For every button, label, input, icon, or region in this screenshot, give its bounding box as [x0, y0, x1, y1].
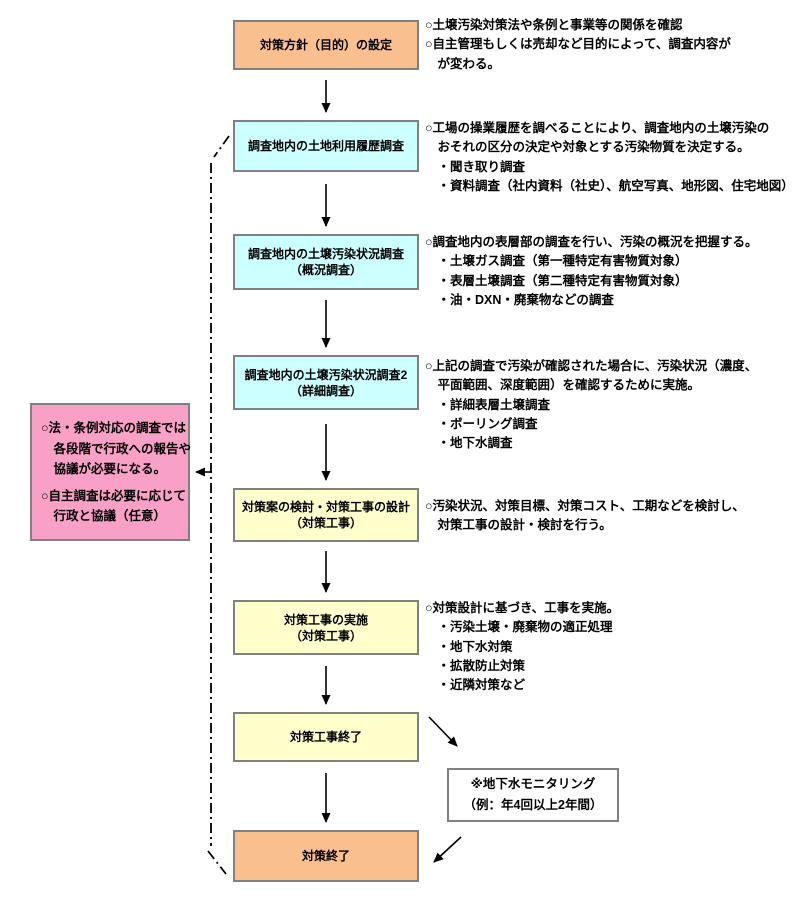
annotation-countermeasure-implementation: ○対策設計に基づき、工事を実施。 ・汚染土壌・廃棄物の適正処理 ・地下水対策 ・…: [425, 601, 620, 693]
step-label: 対策案の検討・対策工事の設計 （対策工事）: [241, 500, 410, 530]
annotation-countermeasure-design: ○汚染状況、対策目標、対策コスト、工期などを検討し、 対策工事の設計・検討を行う…: [425, 499, 745, 533]
side-note-paragraph: ○自主調査は必要に応じて 行政と協議（任意）: [41, 488, 187, 524]
groundwater-monitoring-text: ※地下水モニタリング （例：年4回以上2年間）: [463, 777, 603, 812]
step-box-countermeasure-design: 対策案の検討・対策工事の設計 （対策工事）: [233, 488, 419, 542]
step-box-countermeasure-implementation: 対策工事の実施 （対策工事）: [233, 600, 419, 655]
arrow-monitoring-step8: [433, 836, 462, 863]
annotation-land-use-history: ○工場の操業履歴を調べることにより、調査地内の土壌汚染の おそれの区分の決定や対…: [425, 121, 794, 193]
step-label: 対策方針（目的）の設定: [259, 38, 392, 52]
step-box-countermeasure-complete: 対策終了: [233, 830, 419, 882]
step-label: 対策終了: [301, 849, 350, 863]
step-label: 調査地内の土地利用履歴調査: [247, 139, 404, 153]
step-label: 調査地内の土壌汚染状況調査 （概況調査）: [247, 247, 404, 277]
step-box-soil-survey-overview: 調査地内の土壌汚染状況調査 （概況調査）: [233, 234, 419, 290]
arrow-step7-monitoring: [428, 716, 458, 747]
step-label: 対策工事の実施 （対策工事）: [283, 612, 368, 643]
annotation-survey-detailed: ○上記の調査で汚染が確認された場合に、汚染状況（濃度、 平面範囲、深度範囲）を確…: [425, 359, 758, 451]
step-box-policy-setting: 対策方針（目的）の設定: [233, 20, 419, 70]
step-box-soil-survey-detailed: 調査地内の土壌汚染状況調査2 （詳細調査）: [233, 355, 419, 410]
dashdot-bracket-line: [207, 135, 230, 875]
side-note-paragraph: ○法・条例対応の調査では 各段階で行政への報告や 協議が必要になる。: [41, 421, 192, 476]
step-box-work-complete: 対策工事終了: [233, 712, 419, 762]
annotation-policy-setting: ○土壌汚染対策法や条例と事業等の関係を確認 ○自主管理もしくは売却など目的によっ…: [425, 18, 731, 71]
side-note-box: ○法・条例対応の調査では 各段階で行政への報告や 協議が必要になる。 ○自主調査…: [30, 403, 192, 541]
annotation-survey-overview: ○調査地内の表層部の調査を行い、汚染の概況を把握する。 ・土壌ガス調査（第一種特…: [425, 235, 758, 307]
groundwater-monitoring-box: ※地下水モニタリング （例：年4回以上2年間）: [447, 768, 619, 822]
step-label: 対策工事終了: [289, 730, 362, 744]
step-box-land-use-history-survey: 調査地内の土地利用履歴調査: [233, 120, 419, 172]
step-label: 調査地内の土壌汚染状況調査2 （詳細調査）: [244, 367, 408, 398]
